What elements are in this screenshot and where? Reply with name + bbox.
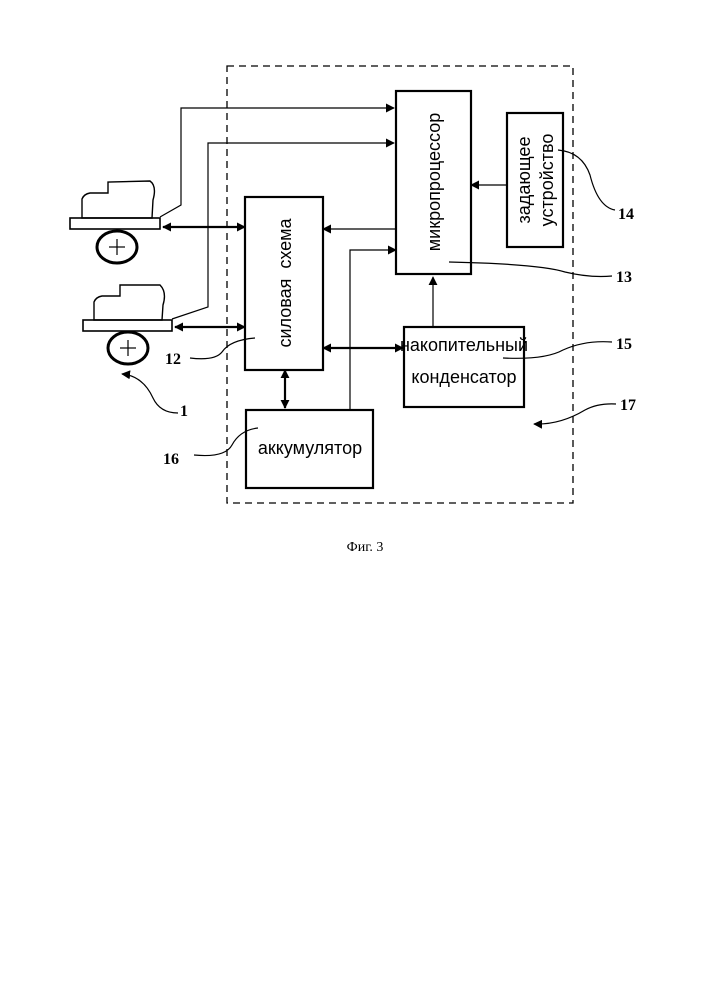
microprocessor-block: микропроцессор <box>396 91 471 274</box>
battery-label: аккумулятор <box>258 438 362 458</box>
callout-number-15: 15 <box>616 336 632 353</box>
battery-block: аккумулятор <box>246 410 373 488</box>
power-circuit-block: силовая схема <box>245 197 323 370</box>
motor-wheel-unit-bottom <box>83 285 172 364</box>
battery-sense-line <box>350 250 396 410</box>
callout-number-12: 12 <box>165 351 181 368</box>
callout-number-1: 1 <box>180 403 188 420</box>
figure-caption: Фиг. 3 <box>347 540 384 555</box>
callout-leader-1 <box>122 374 178 413</box>
callout-number-17: 17 <box>620 397 636 414</box>
callout-number-16: 16 <box>163 451 179 468</box>
motor-wheel-unit-top <box>70 181 160 263</box>
power-circuit-label: силовая схема <box>275 217 295 347</box>
capacitor-label-line2: конденсатор <box>411 367 516 387</box>
callout-leader-17 <box>534 404 616 424</box>
microprocessor-label: микропроцессор <box>424 113 444 251</box>
callout-leader-13 <box>449 262 612 277</box>
callout-leader-14 <box>558 150 615 210</box>
capacitor-label-line1: накопительный <box>400 335 528 355</box>
setter-label-line1: задающее <box>514 137 534 224</box>
callout-number-14: 14 <box>618 206 634 223</box>
setter-device-block: задающее устройство <box>507 113 563 247</box>
callout-number-13: 13 <box>616 269 632 286</box>
storage-capacitor-block: накопительный конденсатор <box>400 327 528 407</box>
setter-label-line2: устройство <box>537 134 557 227</box>
